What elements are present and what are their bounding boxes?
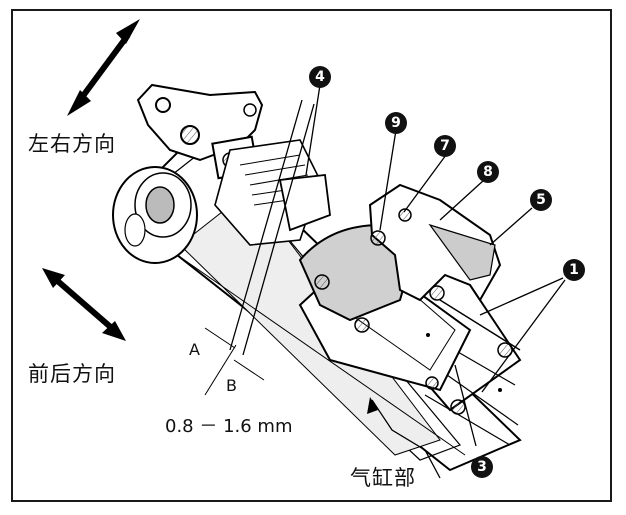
callout-7: 7 xyxy=(434,135,456,157)
callout-9: 9 xyxy=(385,112,407,134)
callout-4: 4 xyxy=(309,66,331,88)
callout-3: 3 xyxy=(471,456,493,478)
callout-1: 1 xyxy=(563,259,585,281)
cylinder-label: 气缸部 xyxy=(350,466,416,490)
cylinder-arrowhead-icon xyxy=(367,397,378,414)
screws xyxy=(354,317,513,415)
clamp-lever xyxy=(368,183,502,302)
front-back-label: 前后方向 xyxy=(28,362,116,386)
callout-8: 8 xyxy=(477,161,499,183)
front-back-arrow-icon xyxy=(42,268,126,341)
callout-leaders xyxy=(305,84,566,479)
left-right-arrow-icon xyxy=(67,19,140,116)
cam-shield xyxy=(298,223,412,322)
gap-b-label: B xyxy=(226,376,237,395)
left-right-label: 左右方向 xyxy=(28,132,116,156)
measurement-label: 0.8 － 1.6 mm xyxy=(165,416,293,437)
callout-5: 5 xyxy=(530,189,552,211)
presser-foot xyxy=(211,135,331,246)
gap-dimension xyxy=(204,99,315,396)
pulley-wheel xyxy=(112,166,198,264)
gap-a-label: A xyxy=(189,340,200,359)
